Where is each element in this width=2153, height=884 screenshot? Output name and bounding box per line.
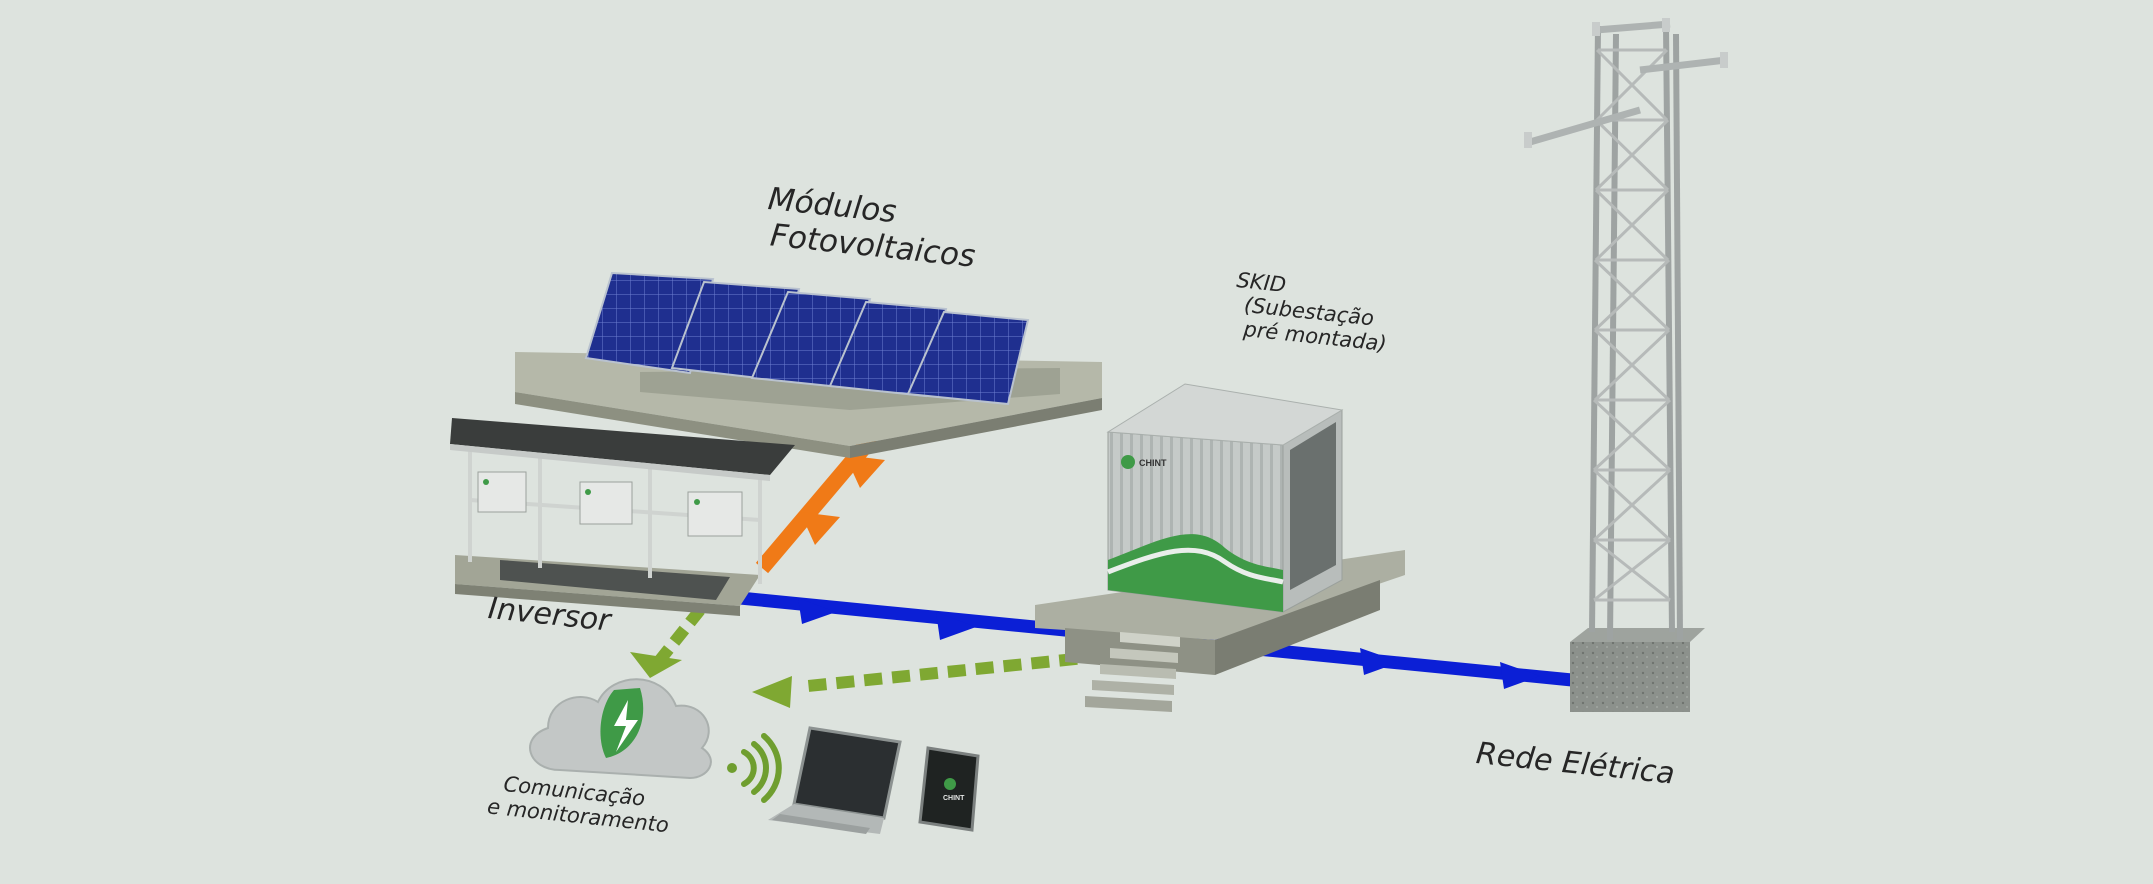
inverter-unit [687,491,743,537]
data-flow-arrow [630,652,682,678]
tower-lattice [1592,48,1672,602]
phone-logo-text: CHINT [943,795,965,802]
pv-platform-front [850,398,1102,458]
smartphone-icon: CHINT [918,746,980,832]
pv-platform-side [515,392,850,458]
transmission-tower [1524,18,1728,712]
inverter-station [450,418,795,616]
inverter-platform-side [455,584,740,616]
skid-green-wave [1108,534,1283,612]
ac-flow-arrow [936,612,976,640]
inverter-roof-top [450,418,795,475]
data-flow [630,606,1106,708]
skid-container-roof [1106,383,1344,446]
dc-flow-arrow [845,455,885,488]
dc-flow-arrow [800,512,840,545]
skid-open-cabinet [1290,422,1336,590]
tower-crossarms [1529,20,1727,146]
data-line-skid-cloud [807,650,1106,692]
skid-logo-text: CHINT [1139,458,1167,468]
tower-insulators [1524,18,1728,148]
dc-power-flow [755,432,885,574]
skid-logo-icon [1121,455,1135,469]
tower-base-front [1570,642,1690,712]
solar-panel [906,310,1030,406]
pv-modules-assembly [515,271,1102,458]
solar-panel-row [584,271,1030,406]
skid-platform-front [1215,580,1380,675]
ac-flow-arrow [1360,648,1400,675]
wifi-signal-icon [727,733,782,803]
skid-substation: CHINT [1035,383,1405,712]
data-line-inverter-cloud [655,606,705,664]
data-flow-arrow [752,676,792,708]
inverter-platform-shadow [500,560,730,600]
laptop-icon [768,726,902,834]
inverter-roof-edge [450,444,770,481]
skid-stairs [1085,632,1180,712]
ac-flow-arrow [1500,662,1540,689]
ac-flow-arrow [798,598,836,624]
cloud-lightning-leaf-icon [529,678,712,780]
inverter-unit [477,471,527,513]
inverter-unit [579,481,633,525]
inverter-units [477,471,743,537]
